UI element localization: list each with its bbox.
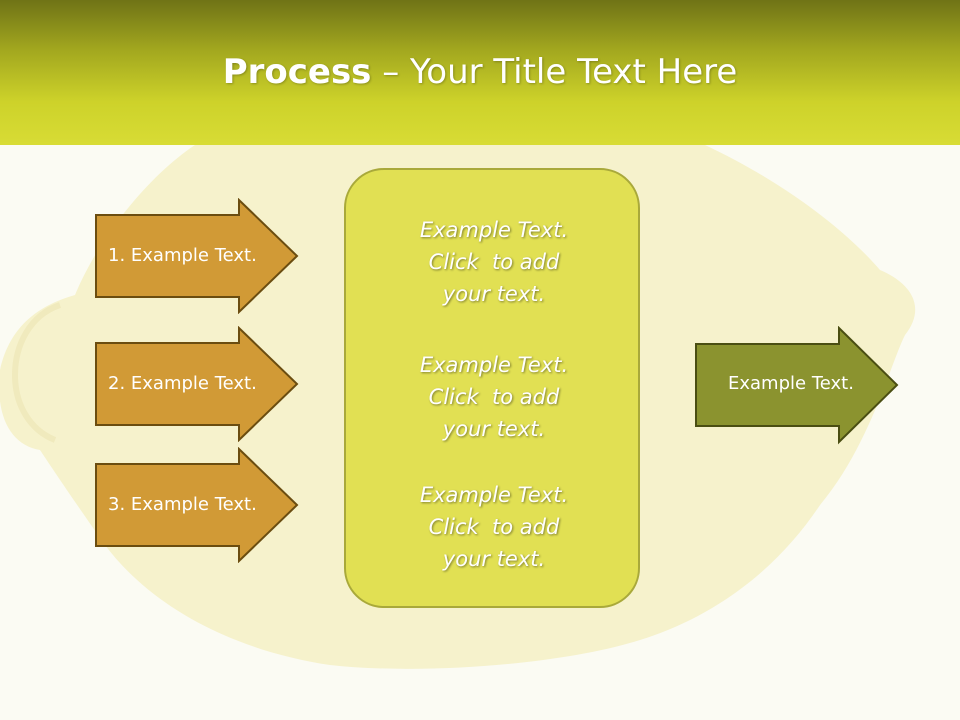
center-line: Example Text. — [419, 483, 569, 507]
center-text-box: Example Text. Click to add your text. Ex… — [344, 168, 640, 608]
arrow-right-shape — [95, 446, 299, 564]
center-paragraph-3: Example Text. Click to add your text. — [346, 479, 642, 575]
right-arrow: Example Text. — [694, 325, 900, 450]
title-bold: Process — [222, 52, 372, 92]
center-line: your text. — [442, 547, 546, 571]
center-paragraph-1: Example Text. Click to add your text. — [346, 214, 642, 310]
arrow-right-shape — [95, 197, 299, 315]
center-line: Example Text. — [419, 353, 569, 377]
left-arrow-1: 1. Example Text. — [94, 197, 300, 318]
center-line: your text. — [442, 417, 546, 441]
arrow-right-shape — [95, 325, 299, 443]
left-arrow-label: 2. Example Text. — [108, 373, 257, 394]
left-arrow-3: 3. Example Text. — [94, 446, 300, 567]
arrow-right-shape — [695, 325, 899, 445]
left-arrow-label: 3. Example Text. — [108, 494, 257, 515]
right-arrow-label: Example Text. — [728, 373, 854, 394]
center-line: Example Text. — [419, 218, 569, 242]
center-line: Click to add — [428, 385, 560, 409]
left-arrow-2: 2. Example Text. — [94, 325, 300, 446]
center-line: Click to add — [428, 515, 560, 539]
title-rest: – Your Title Text Here — [371, 52, 738, 92]
left-arrow-label: 1. Example Text. — [108, 245, 257, 266]
center-line: Click to add — [428, 250, 560, 274]
center-line: your text. — [442, 282, 546, 306]
slide-title: Process – Your Title Text Here — [0, 52, 960, 92]
center-paragraph-2: Example Text. Click to add your text. — [346, 349, 642, 445]
title-bar: Process – Your Title Text Here — [0, 0, 960, 145]
